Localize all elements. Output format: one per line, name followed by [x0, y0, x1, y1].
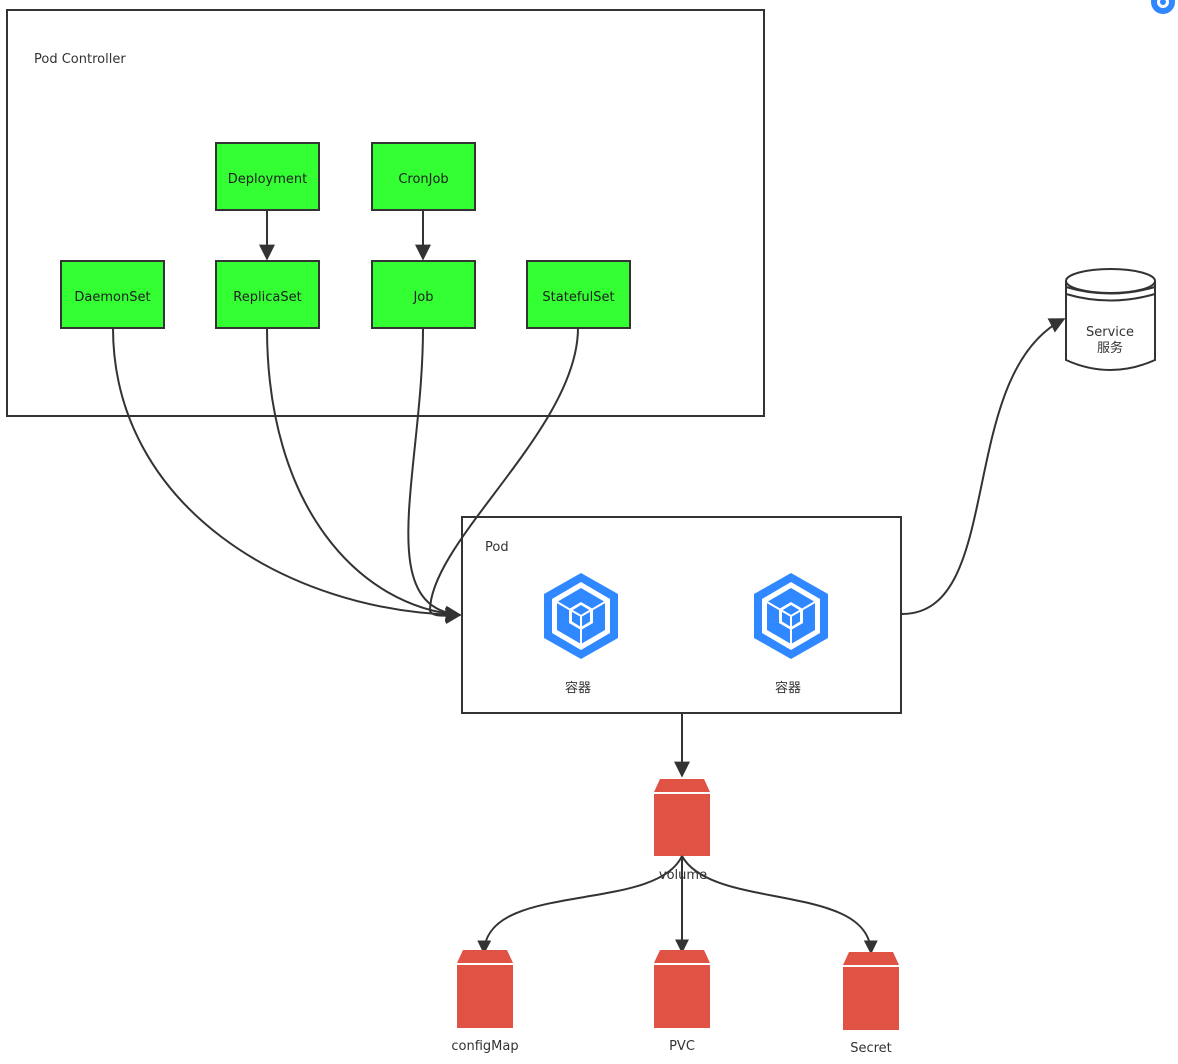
statefulset-to-pod-arrow	[428, 327, 579, 625]
pvc-node[interactable]: PVC	[654, 950, 710, 1054]
storage-bucket-icon	[654, 779, 710, 856]
pod-to-service-arrow	[901, 318, 1066, 615]
job-node[interactable]: Job	[371, 260, 476, 329]
replicaset-to-pod-arrow	[266, 327, 462, 622]
statefulset-node[interactable]: StatefulSet	[526, 260, 631, 329]
container-label-1: 容器	[565, 680, 591, 696]
cronjob-label: CronJob	[398, 172, 448, 187]
pod-controller-frame	[6, 9, 765, 417]
volume-to-secret-arrow	[681, 855, 878, 955]
daemonset-to-pod-arrow	[112, 327, 462, 623]
cube-stack-icon	[544, 573, 618, 659]
daemonset-node[interactable]: DaemonSet	[60, 260, 165, 329]
pvc-label: PVC	[669, 1039, 695, 1054]
storage-bucket-icon	[654, 950, 710, 1028]
configmap-label: configMap	[451, 1039, 518, 1054]
service-node[interactable]: Service 服务	[1065, 268, 1156, 371]
service-label-line1: Service	[1086, 325, 1134, 340]
job-to-pod-arrow	[407, 327, 462, 622]
deployment-label: Deployment	[228, 172, 308, 187]
storage-bucket-icon	[843, 952, 899, 1030]
storage-bucket-icon	[457, 950, 513, 1028]
pod-frame	[461, 516, 902, 714]
cube-stack-icon	[754, 573, 828, 659]
container-label-2: 容器	[775, 680, 801, 696]
cronjob-node[interactable]: CronJob	[371, 142, 476, 211]
daemonset-label: DaemonSet	[74, 290, 150, 305]
statefulset-label: StatefulSet	[542, 290, 614, 305]
pod-controller-label: Pod Controller	[34, 52, 126, 67]
configmap-node[interactable]: configMap	[451, 950, 519, 1054]
secret-node[interactable]: Secret	[843, 952, 899, 1056]
volume-to-configmap-arrow	[477, 855, 683, 955]
database-cylinder-icon	[1065, 281, 1156, 371]
replicaset-node[interactable]: ReplicaSet	[215, 260, 320, 329]
deployment-node[interactable]: Deployment	[215, 142, 320, 211]
secret-label: Secret	[850, 1041, 892, 1056]
job-label: Job	[412, 290, 433, 305]
service-label-line2: 服务	[1097, 340, 1123, 356]
replicaset-label: ReplicaSet	[233, 290, 301, 305]
pod-label: Pod	[485, 540, 509, 555]
circle-logo-icon	[1151, 0, 1175, 14]
